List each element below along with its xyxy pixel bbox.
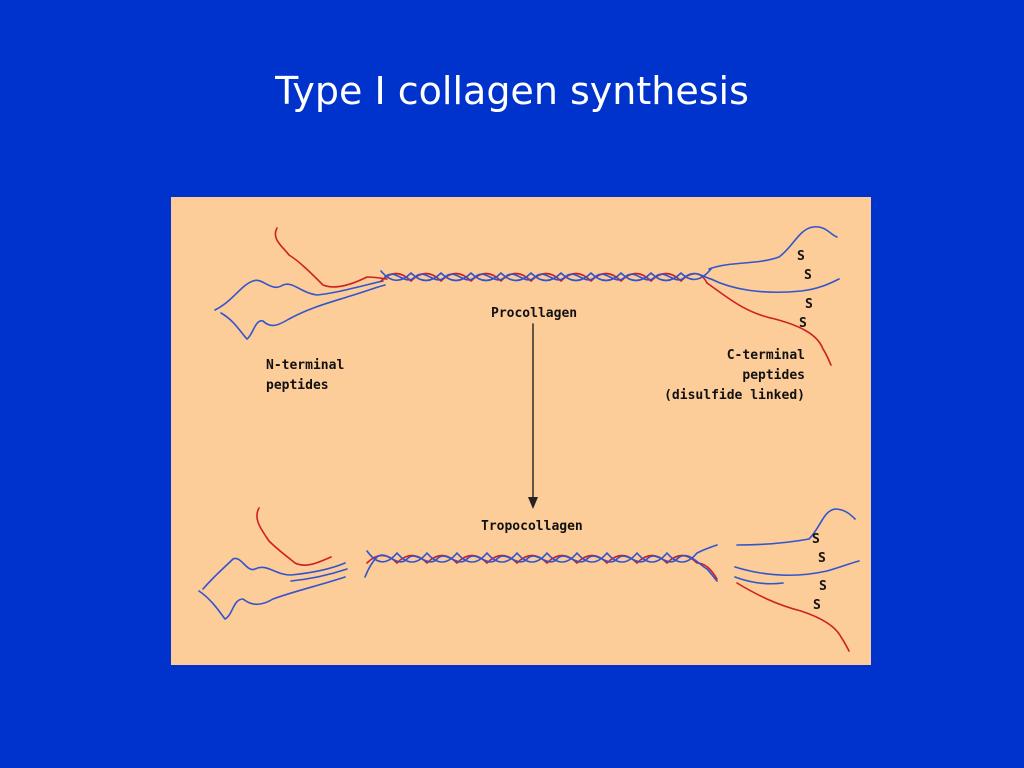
procollagen-c-red-chain (706, 282, 832, 366)
conversion-arrow-head (528, 497, 538, 509)
tropocollagen-n-red-fragment (256, 507, 332, 566)
procollagen-disulfide-s-3: S (805, 297, 813, 312)
tropocollagen-n-blue-fragment-3 (290, 568, 348, 582)
diagram-drawing (198, 225, 860, 652)
procollagen-n-blue-chain-2 (220, 284, 386, 340)
tropocollagen-c-blue-fragment-3 (734, 576, 784, 585)
procollagen-disulfide-s-4: S (799, 316, 807, 331)
tropocollagen-n-blue-fragment-2 (198, 576, 346, 620)
label-c-terminal-disulfide: (disulfide linked) (664, 388, 805, 403)
procollagen-disulfide-s-1: S (797, 249, 805, 264)
tropocollagen-c-blue-fragment-2 (734, 560, 860, 577)
procollagen-n-blue-chain-1 (214, 279, 384, 311)
tropocollagen-helix-red (366, 554, 718, 580)
procollagen-c-blue-chain-1 (708, 225, 838, 270)
tropocollagen-disulfide-s-2: S (818, 551, 826, 566)
label-n-terminal: N-terminal (266, 358, 345, 373)
tropocollagen-disulfide-s-4: S (813, 598, 821, 613)
label-c-terminal-peptides: peptides (742, 368, 805, 383)
procollagen-c-blue-chain-2 (710, 278, 840, 294)
procollagen-helix-blue-2 (384, 272, 712, 281)
procollagen-helix-blue-1 (380, 268, 712, 282)
procollagen-n-red-chain (274, 227, 388, 288)
label-tropocollagen: Tropocollagen (481, 519, 583, 534)
tropocollagen-n-blue-fragment-1 (202, 557, 346, 590)
tropocollagen-disulfide-s-1: S (812, 532, 820, 547)
tropocollagen-helix-blue-2 (364, 554, 718, 582)
slide-title: Type I collagen synthesis (275, 69, 749, 113)
tropocollagen-c-red-fragment (736, 582, 850, 652)
label-c-terminal: C-terminal (726, 348, 805, 363)
collagen-diagram: Procollagen Tropocollagen N-terminal pep… (171, 197, 871, 665)
tropocollagen-c-blue-fragment-1 (736, 508, 856, 546)
tropocollagen-helix-blue-1 (366, 544, 718, 563)
label-procollagen: Procollagen (491, 306, 578, 321)
tropocollagen-disulfide-s-3: S (819, 579, 827, 594)
label-n-terminal-peptides: peptides (266, 378, 329, 393)
procollagen-disulfide-s-2: S (804, 268, 812, 283)
